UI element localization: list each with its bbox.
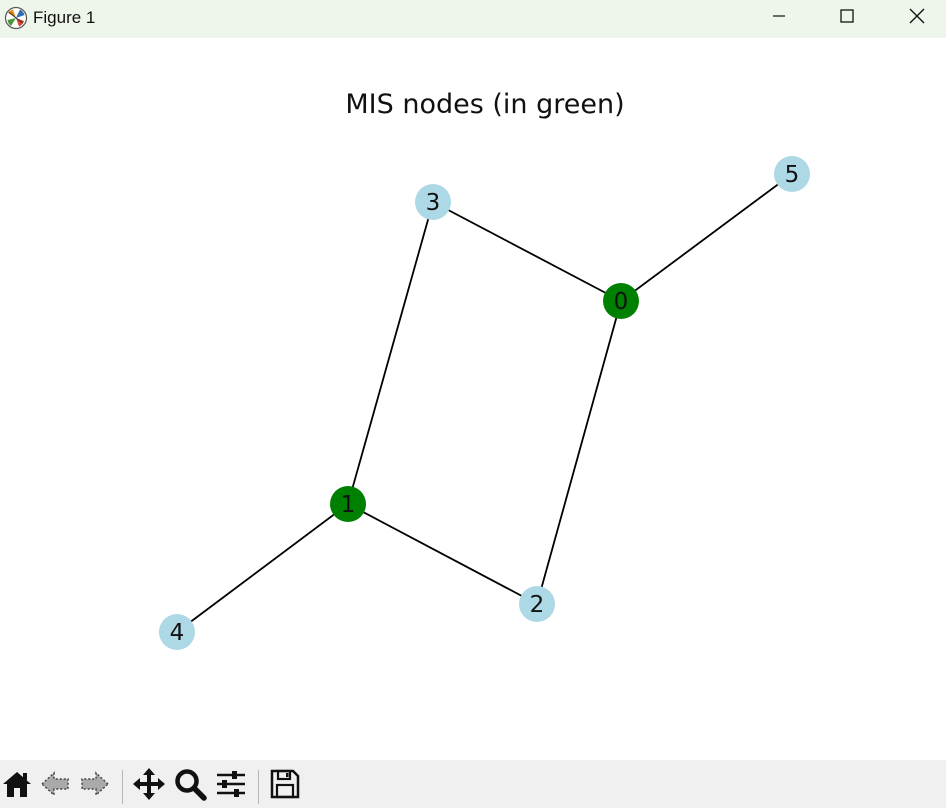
close-icon <box>908 7 926 29</box>
minimize-button[interactable] <box>744 0 814 36</box>
home-button[interactable] <box>0 766 36 806</box>
graph-edge-1-3 <box>347 201 434 505</box>
graph-edge-1-4 <box>176 503 349 633</box>
node-circle <box>415 184 451 220</box>
close-button[interactable] <box>882 0 946 36</box>
edges-layer <box>176 173 793 633</box>
figure-canvas[interactable]: MIS nodes (in green) 0 1 2 3 4 5 <box>0 38 946 760</box>
forward-arrow-icon <box>78 768 112 804</box>
chart-title: MIS nodes (in green) <box>345 89 624 120</box>
graph-node-1: 1 <box>330 486 366 522</box>
node-label: 1 <box>341 492 356 518</box>
node-circle <box>774 156 810 192</box>
maximize-icon <box>839 8 855 28</box>
graph-node-0: 0 <box>603 283 639 319</box>
window-title: Figure 1 <box>33 8 96 27</box>
save-button[interactable] <box>266 766 304 806</box>
graph-node-2: 2 <box>519 586 555 622</box>
floppy-disk-icon <box>269 768 301 804</box>
configure-subplots-button[interactable] <box>212 766 250 806</box>
graph-edge-1-2 <box>347 503 538 605</box>
node-circle <box>603 283 639 319</box>
node-circle <box>519 586 555 622</box>
node-label: 2 <box>530 592 545 618</box>
home-icon <box>1 768 33 804</box>
back-arrow-icon <box>38 768 72 804</box>
title-bar[interactable]: Figure 1 <box>0 0 946 38</box>
maximize-button[interactable] <box>812 0 882 36</box>
navigation-toolbar <box>0 760 946 808</box>
graph-edge-0-3 <box>432 201 622 302</box>
graph-node-5: 5 <box>774 156 810 192</box>
nodes-layer: 0 1 2 3 4 5 <box>159 156 810 650</box>
node-label: 3 <box>426 190 441 216</box>
node-label: 0 <box>614 289 629 315</box>
graph-edge-0-5 <box>620 173 793 302</box>
node-label: 4 <box>170 620 185 646</box>
graph-plot: MIS nodes (in green) 0 1 2 3 4 5 <box>159 89 810 650</box>
toolbar-separator <box>122 770 123 804</box>
sliders-icon <box>214 767 248 805</box>
zoom-button[interactable] <box>171 766 209 806</box>
toolbar-separator <box>258 770 259 804</box>
node-label: 5 <box>785 162 800 188</box>
graph-node-4: 4 <box>159 614 195 650</box>
node-circle <box>330 486 366 522</box>
pan-button[interactable] <box>130 766 168 806</box>
graph-node-3: 3 <box>415 184 451 220</box>
forward-button[interactable] <box>76 766 114 806</box>
graph-edge-0-2 <box>536 300 622 605</box>
minimize-icon <box>771 8 787 28</box>
pan-move-icon <box>132 767 166 805</box>
node-circle <box>159 614 195 650</box>
back-button[interactable] <box>36 766 74 806</box>
matplotlib-icon <box>4 6 28 30</box>
zoom-magnifier-icon <box>173 767 207 805</box>
